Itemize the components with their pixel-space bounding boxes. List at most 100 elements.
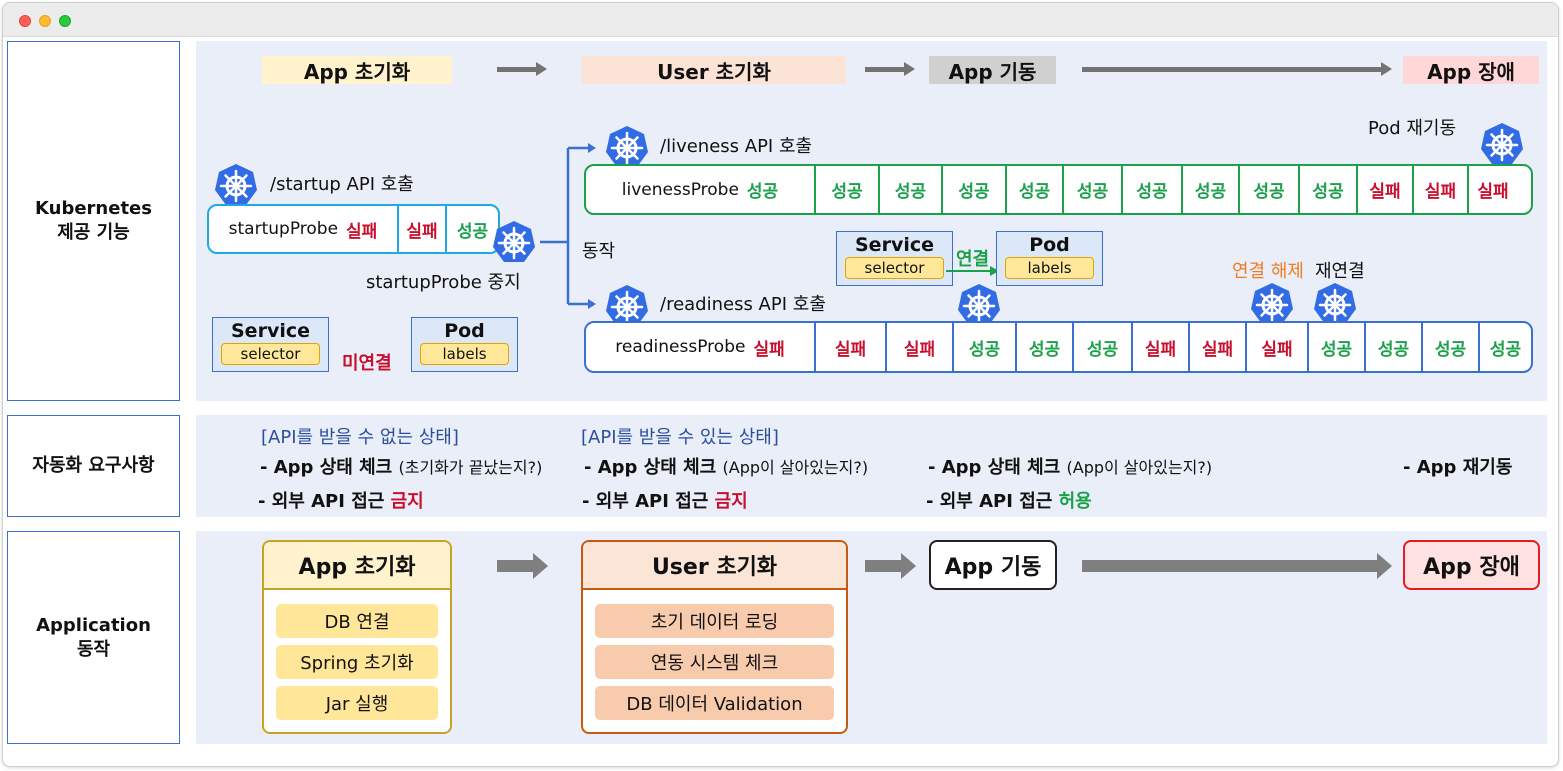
req-col3-check-text: - App 상태 체크 xyxy=(928,457,1061,478)
liveness-probe-cell-4: 성공 xyxy=(1005,166,1062,213)
flow-arrow-3 xyxy=(1082,553,1392,579)
liveness-probe-cell-11: 실패 xyxy=(1412,166,1467,213)
req-col1-api-text: - 외부 API 접근 xyxy=(258,491,385,512)
service-selector: selector xyxy=(221,343,320,365)
readiness-probe-cell-12: 성공 xyxy=(1478,323,1531,371)
phase-app-init: App 초기화 xyxy=(262,56,452,84)
row-label-kubernetes-text: Kubernetes 제공 기능 xyxy=(35,198,152,243)
pod-title: Pod xyxy=(1029,234,1070,256)
row-label-automation: 자동화 요구사항 xyxy=(7,415,180,517)
req-col1-api-state: 금지 xyxy=(390,491,424,512)
readiness-probe-name: readinessProbe xyxy=(615,337,746,357)
liveness-probe-cell-7: 성공 xyxy=(1181,166,1238,213)
pod-labels: labels xyxy=(420,343,509,365)
req-col2-head: [API를 받을 수 있는 상태] xyxy=(581,427,779,448)
liveness-probe-cell-10: 실패 xyxy=(1356,166,1412,213)
req-col2-api: - 외부 API 접근 금지 xyxy=(582,487,748,513)
app-start-card: App 기동 xyxy=(929,540,1057,590)
app-failure-card: App 장애 xyxy=(1403,540,1540,590)
liveness-probe-name: livenessProbe xyxy=(621,179,739,200)
row-label-automation-text: 자동화 요구사항 xyxy=(32,455,155,476)
readiness-probe-cell-7: 실패 xyxy=(1188,323,1245,371)
readiness-call-label: /readiness API 호출 xyxy=(660,294,826,315)
title-bar xyxy=(3,3,1558,37)
pod-restart-label: Pod 재기동 xyxy=(1368,118,1457,139)
req-col4-restart: - App 재기동 xyxy=(1403,457,1513,478)
service-box-disconnected: Service selector xyxy=(212,317,329,372)
user-init-step-2: DB 데이터 Validation xyxy=(595,686,834,720)
phase-user-init: User 초기화 xyxy=(582,56,846,84)
connected-label: 연결 xyxy=(956,249,990,270)
readiness-probe-cell-11: 성공 xyxy=(1421,323,1478,371)
req-col1-head: [API를 받을 수 없는 상태] xyxy=(261,427,459,448)
pod-box-disconnected: Pod labels xyxy=(411,317,518,372)
phase-arrow-3 xyxy=(1082,62,1392,76)
user-init-step-1: 연동 시스템 체크 xyxy=(595,645,834,679)
disconnect-label: 연결 해제 xyxy=(1232,261,1304,282)
req-col2-check-text: - App 상태 체크 xyxy=(584,457,717,478)
liveness-probe-cell-6: 성공 xyxy=(1121,166,1181,213)
req-col1-api: - 외부 API 접근 금지 xyxy=(258,487,424,513)
disconnected-label: 미연결 xyxy=(342,353,392,374)
row-label-application: Application 동작 xyxy=(7,531,180,744)
kubernetes-icon xyxy=(1251,283,1293,324)
service-box-connected: Service selector xyxy=(836,231,953,286)
app-init-card: App 초기화 DB 연결 Spring 초기화 Jar 실행 xyxy=(262,540,452,734)
readiness-probe-cell-0: readinessProbe 실패 xyxy=(586,323,814,371)
readiness-probe-cell-2: 실패 xyxy=(885,323,952,371)
req-col3-check-note: (App이 살아있는지?) xyxy=(1066,458,1213,477)
readiness-probe-cell-5: 성공 xyxy=(1072,323,1131,371)
pod-labels: labels xyxy=(1005,257,1094,279)
kubernetes-icon xyxy=(958,284,1000,325)
kubernetes-icon xyxy=(1481,123,1523,164)
operate-label: 동작 xyxy=(582,241,616,262)
user-init-step-0: 초기 데이터 로딩 xyxy=(595,604,834,638)
kubernetes-icon xyxy=(1314,283,1356,324)
row-label-kubernetes: Kubernetes 제공 기능 xyxy=(7,41,180,401)
phase-arrow-1 xyxy=(497,62,547,76)
pod-box-connected: Pod labels xyxy=(996,231,1103,286)
readiness-probe-cell-8: 실패 xyxy=(1245,323,1307,371)
req-col3-api-state: 허용 xyxy=(1058,491,1092,512)
app-init-step-2: Jar 실행 xyxy=(276,686,438,720)
kubernetes-icon xyxy=(215,164,257,205)
readiness-probe-cell-3: 성공 xyxy=(952,323,1015,371)
req-col2-check-note: (App이 살아있는지?) xyxy=(722,458,869,477)
readiness-probe-cell-1: 실패 xyxy=(814,323,885,371)
service-title: Service xyxy=(231,320,310,342)
startup-call-label: /startup API 호출 xyxy=(270,174,414,195)
liveness-probe-cell-12: 실패 xyxy=(1467,166,1517,213)
req-col1-check: - App 상태 체크 (초기화가 끝났는지?) xyxy=(260,453,542,479)
liveness-probe-cell-1: 성공 xyxy=(814,166,878,213)
liveness-probe-cell-3: 성공 xyxy=(941,166,1005,213)
automation-panel xyxy=(196,415,1547,517)
minimize-window-button[interactable] xyxy=(39,15,51,27)
liveness-probe-cell-5: 성공 xyxy=(1062,166,1121,213)
phase-app-start: App 기동 xyxy=(929,56,1056,84)
reconnect-label: 재연결 xyxy=(1315,261,1365,282)
connected-arrow xyxy=(946,266,999,276)
row-label-application-text: Application 동작 xyxy=(36,614,151,660)
req-col1-check-text: - App 상태 체크 xyxy=(260,457,393,478)
app-init-step-0: DB 연결 xyxy=(276,604,438,638)
maximize-window-button[interactable] xyxy=(59,15,71,27)
flow-arrow-2 xyxy=(865,553,916,579)
req-col2-check: - App 상태 체크 (App이 살아있는지?) xyxy=(584,453,868,479)
startup-probe-cell-2: 성공 xyxy=(445,206,498,252)
service-selector: selector xyxy=(845,257,944,279)
readiness-probe-cell-4: 성공 xyxy=(1015,323,1072,371)
close-window-button[interactable] xyxy=(19,15,31,27)
startup-stopped-label: startupProbe 중지 xyxy=(366,272,521,293)
req-col2-api-state: 금지 xyxy=(714,491,748,512)
user-init-card: User 초기화 초기 데이터 로딩 연동 시스템 체크 DB 데이터 Vali… xyxy=(581,540,848,734)
readiness-probe-result-0: 실패 xyxy=(753,339,785,360)
startup-probe-cell-1: 실패 xyxy=(397,206,445,252)
req-col1-check-note: (초기화가 끝났는지?) xyxy=(398,458,543,477)
branch-connector xyxy=(540,143,596,309)
req-col2-api-text: - 외부 API 접근 xyxy=(582,491,709,512)
startup-probe-name: startupProbe xyxy=(228,219,339,239)
readiness-probe-cell-6: 실패 xyxy=(1131,323,1188,371)
